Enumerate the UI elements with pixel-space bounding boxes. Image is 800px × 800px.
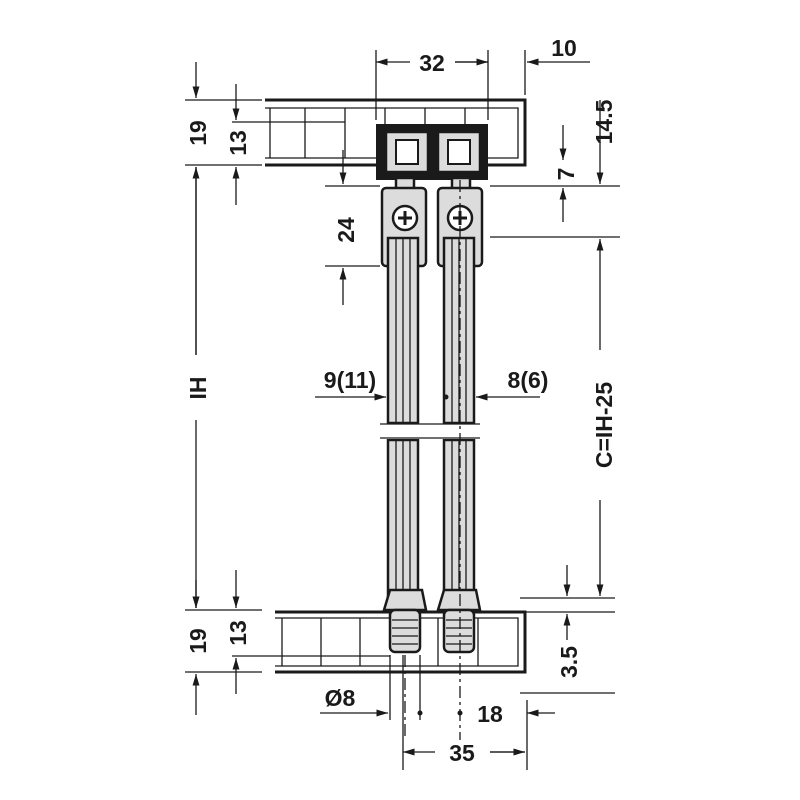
- dim-top-right-height: 14.5: [591, 99, 617, 144]
- dim-bottom-rail-height: 19: [185, 628, 211, 654]
- dim-bottom-right-height: 3.5: [556, 646, 582, 678]
- dim-bottom-rail-inner: 13: [225, 620, 251, 646]
- dim-top-rail-height: 19: [185, 120, 211, 146]
- bottom-pins: [382, 588, 482, 654]
- dim-pin-offset: 18: [477, 701, 503, 727]
- rods: [380, 236, 480, 602]
- dim-top-rail-inner: 13: [225, 130, 251, 156]
- dim-inner-height: IH: [185, 377, 211, 400]
- dim-bottom-width: 35: [449, 740, 475, 766]
- top-carriage: [376, 124, 488, 192]
- dim-top-offset: 10: [551, 35, 577, 61]
- dim-cut-length: C=IH-25: [591, 382, 617, 468]
- dim-right-rod: 8(6): [508, 367, 549, 393]
- dim-top-right-gap: 7: [553, 168, 579, 181]
- dimension-lines: [185, 50, 620, 770]
- dim-left-rod: 9(11): [324, 367, 376, 393]
- dim-carrier-height: 24: [333, 217, 359, 243]
- dim-pin-diameter: Ø8: [325, 685, 356, 711]
- dim-top-width: 32: [419, 50, 445, 76]
